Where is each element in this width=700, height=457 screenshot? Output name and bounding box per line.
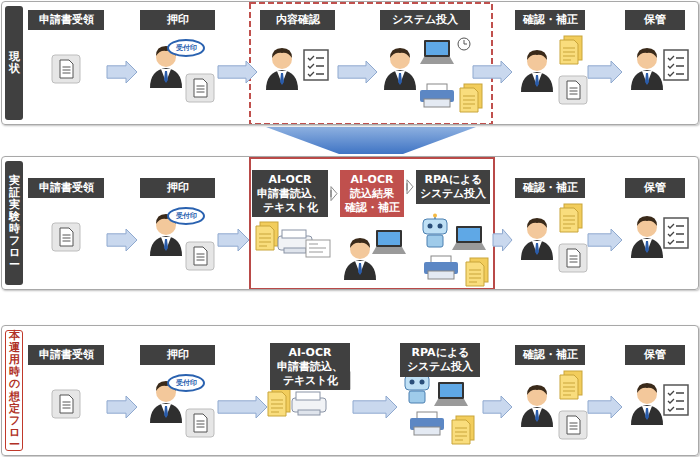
stamp-label: 受付印 [168,379,204,387]
step-header: 保管 [625,178,685,198]
icons [52,36,688,104]
step-text: 申請書受領 [30,348,102,362]
flow-arrow [588,61,622,83]
step-text: AI-OCR 読込結果 確認・補正 [342,173,402,214]
step-text: 保管 [627,348,683,362]
flow-band: 実証実験時フロー申請書受領 押印 AI-OCR 申請書読込、 テキスト化 AI-OCR… [1,156,699,290]
step-header: AI-OCR 読込結果 確認・補正 [340,170,404,217]
flow-arrow [107,229,137,251]
icons [52,371,688,439]
focus-region [250,3,492,124]
step-header: 確認・補正 [515,178,585,198]
step-text: 内容確認 [262,13,333,27]
focus-region [250,158,494,289]
step-text: システム投入 [382,13,468,27]
flow-arrow [218,61,257,83]
step-text: 申請書受領 [30,181,102,195]
step-text: 押印 [142,13,213,27]
step-text: 申請書受領 [30,13,102,27]
flow-arrow [493,229,512,251]
step-header: 申請書受領 [28,178,104,198]
step-text: 押印 [142,181,213,195]
step-header: 保管 [625,345,685,365]
icons [256,214,488,287]
flow-arrow [353,396,397,418]
step-header: 申請書受領 [28,10,104,30]
step-header: 確認・補正 [515,10,585,30]
band-label: 現状 [9,51,20,75]
step-header: 保管 [625,10,685,30]
step-text: 確認・補正 [517,348,583,362]
step-header: 押印 [140,345,215,365]
flow-arrow [588,229,622,251]
flow-arrow [218,229,249,251]
flow-arrow [338,61,377,83]
band-label-box: 実証実験時フロー [5,161,23,285]
band-label-box: 本運用時の想定フロー [5,330,23,451]
flow-band: 現状 申請書受領 押印 内容確認 システム投入 確認・補正 保管 [1,1,699,125]
step-text: AI-OCR 申請書読込、 テキスト化 [272,346,348,387]
flow-band: 本運用時の想定フロー申請書受領 押印 AI-OCR 申請書読込、 テキスト化 RPAに… [1,325,699,456]
icons [266,38,482,112]
flow-arrow [588,396,622,418]
flow-arrow [266,127,476,154]
band-label: 本運用時の想定フロー [9,330,20,451]
flow-arrow [218,396,267,418]
step-text: 押印 [142,348,213,362]
flow-arrow [407,180,413,194]
step-header: AI-OCR 申請書読込、 テキスト化 [252,170,328,217]
flow-arrow [483,396,512,418]
step-header: 確認・補正 [515,345,585,365]
step-header: RPAによる システム投入 [400,343,480,377]
step-header: AI-OCR 申請書読込、 テキスト化 [270,343,350,390]
step-header: RPAによる システム投入 [416,170,490,204]
step-text: 保管 [627,13,683,27]
step-header: 押印 [140,10,215,30]
flow-arrow [473,61,512,83]
band-label: 実証実験時フロー [9,175,20,272]
stamp-label: 受付印 [168,44,204,52]
step-text: RPAによる システム投入 [418,173,488,201]
step-header: システム投入 [380,10,470,30]
step-header: 内容確認 [260,10,335,30]
step-text: 確認・補正 [517,13,583,27]
step-header: 押印 [140,178,215,198]
stamp-label: 受付印 [168,212,204,220]
step-text: 保管 [627,181,683,195]
band-label-box: 現状 [5,6,23,120]
flow-arrow [331,187,337,201]
step-text: 確認・補正 [517,181,583,195]
flow-arrow [107,396,137,418]
step-text: AI-OCR 申請書読込、 テキスト化 [254,173,326,214]
step-header: 申請書受領 [28,345,104,365]
step-text: RPAによる システム投入 [402,346,478,374]
flow-arrow [107,61,137,83]
